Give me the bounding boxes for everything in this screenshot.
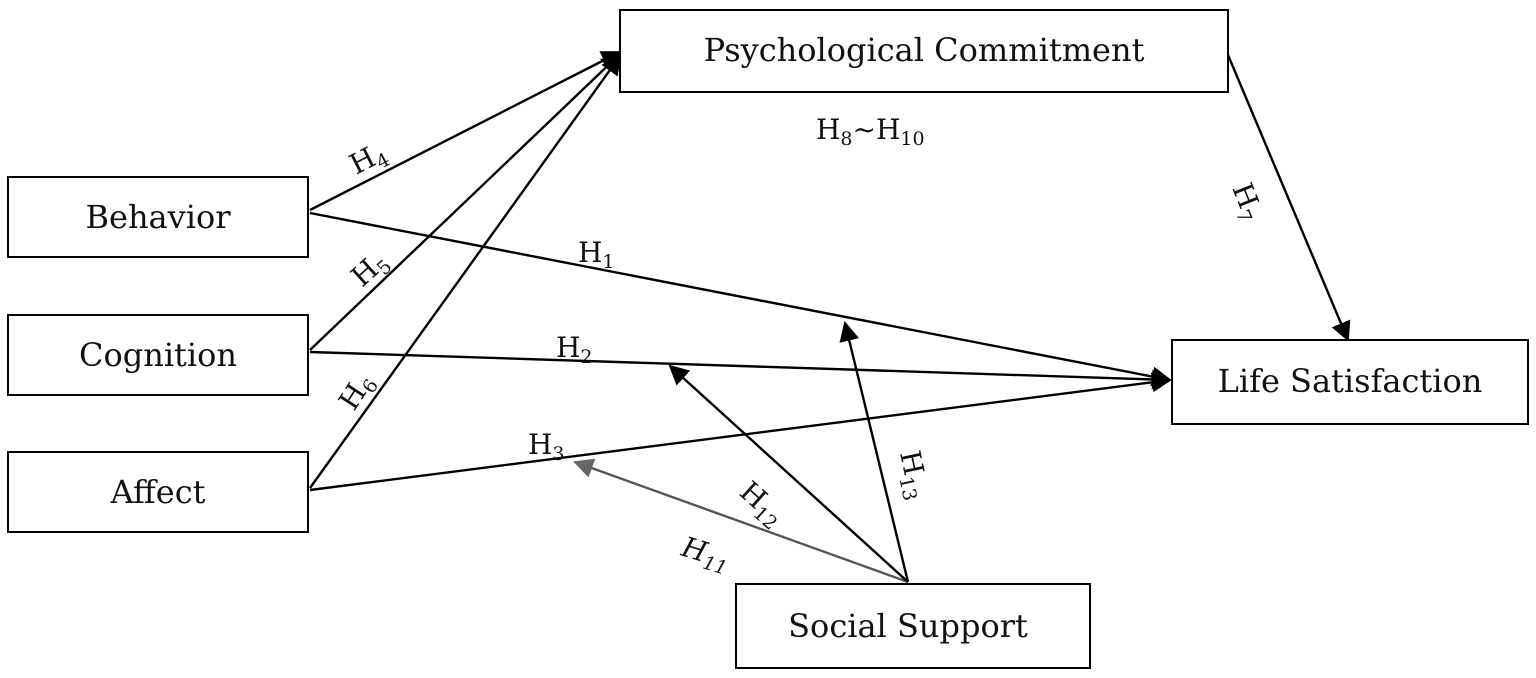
label-h5: H5 <box>345 244 397 296</box>
node-label: Behavior <box>85 198 231 236</box>
label-h4: H4 <box>344 135 393 185</box>
label-h12: H12 <box>731 475 792 535</box>
label-h13: H13 <box>889 448 935 503</box>
label-h8-h10: H8~H10 <box>816 113 925 150</box>
node-social-support: Social Support <box>735 583 1091 669</box>
label-h1: H1 <box>578 236 615 273</box>
node-label: Social Support <box>788 607 1028 645</box>
label-h2: H2 <box>556 331 593 368</box>
node-psychological-commitment: Psychological Commitment <box>619 9 1229 93</box>
label-h7: H7 <box>1222 178 1270 226</box>
node-label: Affect <box>110 473 206 511</box>
edge-h12-support-h2 <box>668 364 909 583</box>
node-cognition: Cognition <box>7 314 309 396</box>
node-behavior: Behavior <box>7 176 309 258</box>
edge-h6-affect-commitment <box>309 54 622 489</box>
edge-h2-cognition-life <box>309 350 1172 390</box>
node-label: Psychological Commitment <box>704 31 1145 69</box>
edge-h11-support-h3 <box>573 458 909 584</box>
edge-h1-behavior-life <box>309 211 1172 387</box>
label-h11: H11 <box>676 530 734 580</box>
edge-h13-support-h1 <box>839 321 910 583</box>
node-life-satisfaction: Life Satisfaction <box>1171 339 1529 425</box>
edge-h5-cognition-commitment <box>309 52 622 351</box>
node-label: Life Satisfaction <box>1218 362 1483 400</box>
edge-h3-affect-life <box>309 372 1172 492</box>
edge-h7-commitment-life <box>1226 54 1351 342</box>
node-label: Cognition <box>79 336 237 374</box>
edge-h4-behavior-commitment <box>309 50 622 212</box>
label-h6: H6 <box>332 367 383 418</box>
label-h3: H3 <box>528 428 565 465</box>
node-affect: Affect <box>7 451 309 533</box>
